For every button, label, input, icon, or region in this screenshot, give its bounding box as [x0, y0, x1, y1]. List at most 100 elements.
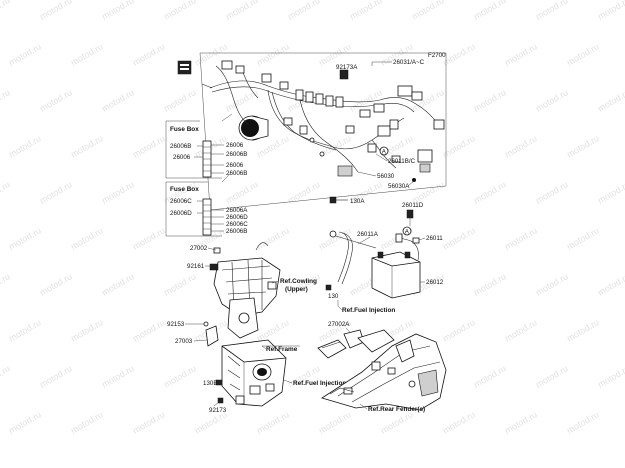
watermark-text: motod.ru	[69, 409, 105, 435]
watermark-text: motod.ru	[503, 225, 539, 251]
svg-text:26006B: 26006B	[170, 143, 191, 150]
watermark-text: motod.ru	[441, 317, 477, 343]
ref-fuel-injection-2: Ref.Fuel Injection	[283, 379, 346, 387]
svg-text:(Upper): (Upper)	[285, 286, 308, 293]
watermark-text: motod.ru	[224, 0, 260, 22]
svg-text:Ref.Cowling: Ref.Cowling	[280, 278, 317, 285]
svg-text:26011: 26011	[426, 235, 443, 242]
watermark-text: motod.ru	[162, 87, 198, 113]
watermark-text: motod.ru	[131, 317, 167, 343]
watermark-text: motod.ru	[0, 363, 12, 389]
bolt-130a: 130A	[329, 196, 365, 205]
watermark-text: motod.ru	[0, 179, 12, 205]
watermark-text: motod.ru	[100, 0, 136, 22]
watermark-text: motod.ru	[162, 271, 198, 297]
svg-text:Fuse Box: Fuse Box	[170, 186, 199, 193]
svg-text:26012: 26012	[426, 279, 444, 286]
watermark-text: motod.ru	[286, 0, 322, 22]
watermark-text: motod.ru	[596, 271, 625, 297]
battery-cables: 26011A 26011	[329, 230, 443, 285]
watermark-text: motod.ru	[534, 179, 570, 205]
svg-text:Ref.Frame: Ref.Frame	[266, 346, 298, 353]
watermark-text: motod.ru	[348, 0, 384, 22]
watermark-text: motod.ru	[441, 225, 477, 251]
watermark-text: motod.ru	[255, 225, 291, 251]
watermark-text: motod.ru	[7, 133, 43, 159]
watermark-text: motod.ru	[565, 41, 601, 67]
watermark-text: motod.ru	[410, 0, 446, 22]
ref-frame: Ref.Frame	[261, 345, 300, 353]
watermark-text: motod.ru	[503, 41, 539, 67]
watermark-text: motod.ru	[131, 225, 167, 251]
watermark-text: motod.ru	[69, 133, 105, 159]
watermark-text: motod.ru	[534, 87, 570, 113]
watermark-text: motod.ru	[255, 317, 291, 343]
watermark-text: motod.ru	[38, 87, 74, 113]
connector-tag	[177, 60, 192, 75]
ref-fuel-injection-1: Ref.Fuel Injection	[337, 300, 395, 314]
watermark-text: motod.ru	[441, 41, 477, 67]
watermark-text: motod.ru	[534, 271, 570, 297]
svg-text:27002A: 27002A	[328, 321, 350, 328]
watermark-text: motod.ru	[441, 409, 477, 435]
svg-text:A: A	[405, 228, 410, 235]
svg-text:26006: 26006	[173, 154, 191, 161]
svg-text:92153: 92153	[167, 321, 185, 328]
watermark-text: motod.ru	[69, 317, 105, 343]
svg-text:130: 130	[328, 293, 339, 300]
watermark-text: motod.ru	[410, 87, 446, 113]
watermark-text: motod.ru	[38, 0, 74, 22]
svg-text:92173: 92173	[209, 407, 227, 414]
fuse-box-2: Fuse Box 26006C 26006D 26006A 26006D 260…	[165, 181, 248, 237]
watermark-text: motod.ru	[503, 409, 539, 435]
watermark-text: motod.ru	[534, 363, 570, 389]
fuse-box-1: Fuse Box 26006B 26006 26006 26006B 26006…	[165, 120, 247, 179]
watermark-text: motod.ru	[69, 41, 105, 67]
watermark-text: motod.ru	[131, 409, 167, 435]
svg-text:26006: 26006	[226, 162, 244, 169]
svg-text:26006: 26006	[226, 142, 244, 149]
svg-text:26011A: 26011A	[357, 231, 379, 238]
svg-text:26006B: 26006B	[226, 228, 247, 235]
watermark-text: motod.ru	[224, 87, 260, 113]
svg-text:27002: 27002	[190, 245, 208, 252]
watermark-text: motod.ru	[131, 41, 167, 67]
watermark-text: motod.ru	[7, 225, 43, 251]
harness-labels: 92173A 26031/A~C 26011B/C 56030 56030A	[336, 59, 425, 190]
marker-a-lower: A	[402, 226, 412, 236]
watermark-text: motod.ru	[0, 87, 12, 113]
watermark-text: motod.ru	[472, 271, 508, 297]
svg-text:26006D: 26006D	[226, 214, 248, 221]
watermark-text: motod.ru	[441, 133, 477, 159]
watermark-text: motod.ru	[472, 87, 508, 113]
svg-text:92161: 92161	[187, 263, 205, 270]
watermark-text: motod.ru	[7, 317, 43, 343]
svg-text:130A: 130A	[350, 198, 365, 205]
diagram-code: F2700	[428, 52, 446, 59]
watermark-text: motod.ru	[379, 409, 415, 435]
svg-text:Fuse Box: Fuse Box	[170, 126, 199, 133]
headlight-bracket-assembly: 27002 92161 92153 27003	[167, 242, 281, 347]
ref-rear-fender: Ref.Rear Fender(s)	[359, 403, 425, 413]
watermark-text: motod.ru	[100, 179, 136, 205]
watermark-text: motod.ru	[565, 317, 601, 343]
bolt-130: 130	[325, 284, 339, 300]
watermark-text: motod.ru	[69, 225, 105, 251]
watermark-text: motod.ru	[38, 271, 74, 297]
ref-cowling: Ref.Cowling (Upper)	[271, 278, 317, 293]
svg-text:26006D: 26006D	[170, 210, 192, 217]
watermark-text: motod.ru	[565, 225, 601, 251]
watermark-layer: motod.ru motod.ru motod.ru motod.ru motod.ru…	[0, 0, 625, 436]
watermark-text: motod.ru	[100, 271, 136, 297]
svg-text:92173A: 92173A	[336, 64, 358, 71]
watermark-text: motod.ru	[317, 409, 353, 435]
watermark-text: motod.ru	[7, 41, 43, 67]
watermark-text: motod.ru	[7, 409, 43, 435]
svg-text:130B: 130B	[203, 380, 217, 387]
watermark-text: motod.ru	[0, 271, 12, 297]
watermark-text: motod.ru	[503, 133, 539, 159]
svg-text:26011D: 26011D	[402, 202, 424, 209]
watermark-text: motod.ru	[38, 179, 74, 205]
watermark-text: motod.ru	[224, 179, 260, 205]
svg-text:56030: 56030	[377, 173, 395, 180]
